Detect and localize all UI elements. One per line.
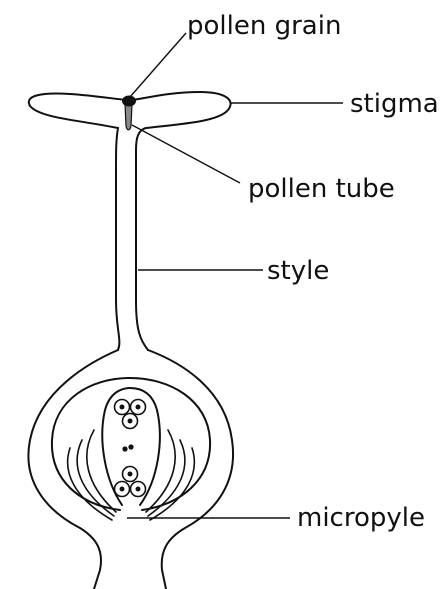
antipodal-cells (115, 400, 146, 429)
label-micropyle: micropyle (297, 503, 425, 533)
ovary-outer-wall (28, 350, 118, 589)
integument-line-left-1 (87, 430, 116, 512)
egg-apparatus-cells (115, 467, 146, 497)
style-left-wall (116, 128, 119, 350)
leader-pollen-tube (132, 125, 240, 183)
label-pollen-tube: pollen tube (248, 174, 395, 204)
label-style: style (267, 256, 329, 286)
label-pollen-grain: pollen grain (187, 11, 341, 41)
pollen-tube (125, 104, 132, 130)
pollen-grain (122, 96, 136, 107)
style-right-wall (136, 150, 148, 350)
label-stigma: stigma (350, 89, 439, 119)
ovary-outer-wall-right (148, 350, 233, 589)
leader-pollen-grain (130, 33, 186, 97)
polar-nuclei (122, 444, 133, 451)
